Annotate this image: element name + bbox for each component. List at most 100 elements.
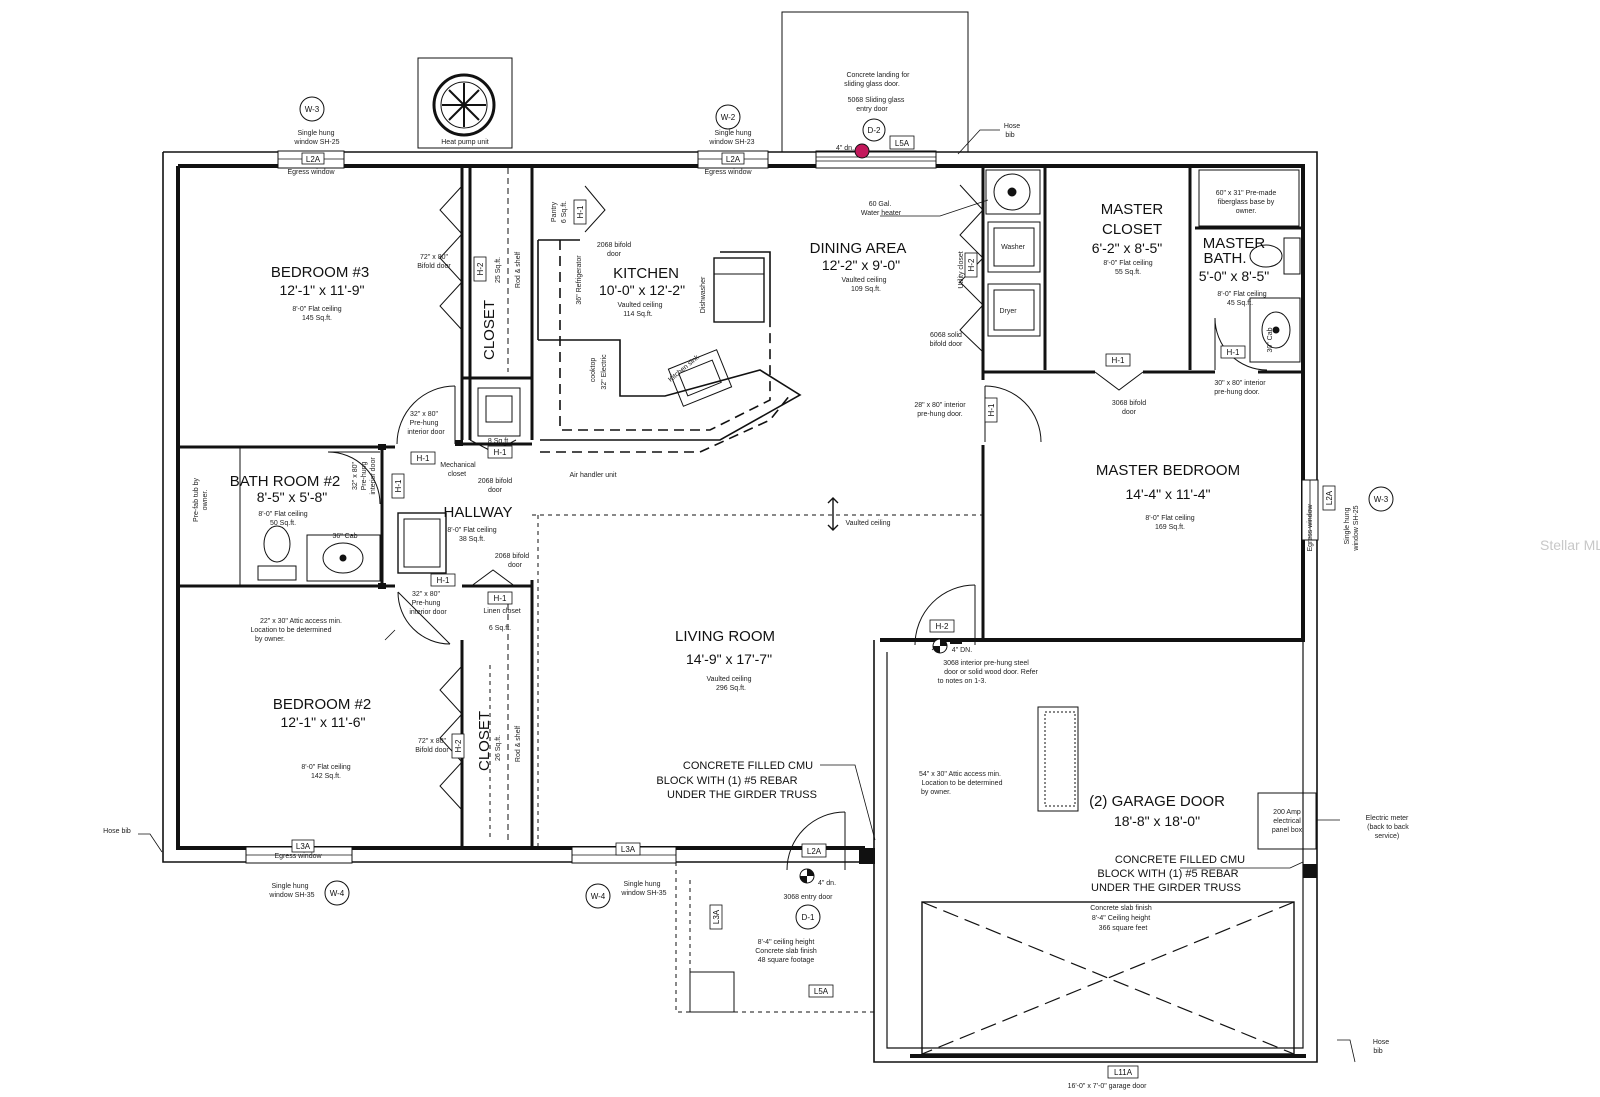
svg-text:8 Sq.ft.: 8 Sq.ft. — [488, 438, 510, 445]
svg-text:4" dn.: 4" dn. — [836, 145, 854, 152]
svg-text:Pre-hung: Pre-hung — [410, 420, 439, 427]
svg-text:D-1: D-1 — [802, 913, 815, 922]
svg-text:entry door: entry door — [856, 106, 888, 113]
svg-text:CLOSET: CLOSET — [476, 711, 493, 771]
svg-text:bib: bib — [1005, 132, 1014, 139]
svg-text:W-2: W-2 — [721, 113, 736, 122]
svg-text:H-1: H-1 — [437, 576, 450, 585]
svg-text:owner.: owner. — [1236, 208, 1257, 215]
svg-text:H-2: H-2 — [454, 739, 463, 752]
room-kitchen: KITCHEN 10'-0" x 12'-2" Vaulted ceiling … — [599, 265, 685, 318]
svg-text:by owner.: by owner. — [255, 636, 285, 643]
svg-text:fiberglass base by: fiberglass base by — [1218, 199, 1275, 206]
svg-text:3068 entry door: 3068 entry door — [783, 894, 833, 901]
window-tag-w3-right: W-3 — [1368, 486, 1394, 512]
svg-text:32" x 80": 32" x 80" — [410, 411, 438, 418]
svg-text:60 Gal.: 60 Gal. — [869, 201, 892, 208]
svg-text:366 square feet: 366 square feet — [1099, 925, 1148, 932]
svg-text:D-2: D-2 — [868, 126, 881, 135]
door-tag-d2: D-2 — [862, 118, 886, 142]
svg-text:H-1: H-1 — [417, 454, 430, 463]
svg-text:H-2: H-2 — [936, 622, 949, 631]
room-garage: (2) GARAGE DOOR 18'-8" x 18'-0" Concrete… — [1089, 793, 1225, 932]
step-markers — [799, 143, 948, 884]
svg-text:Vaulted ceiling: Vaulted ceiling — [617, 302, 662, 309]
svg-text:18'-8" x 18'-0": 18'-8" x 18'-0" — [1114, 813, 1200, 829]
svg-text:L2A: L2A — [1325, 490, 1334, 505]
svg-text:by owner.: by owner. — [921, 789, 951, 796]
svg-text:8'-0" Flat ceiling: 8'-0" Flat ceiling — [301, 764, 350, 771]
svg-text:door or solid wood door. Refer: door or solid wood door. Refer — [944, 669, 1038, 676]
svg-text:bifold door: bifold door — [930, 341, 963, 348]
svg-text:Single hung: Single hung — [624, 881, 661, 888]
svg-text:3068 interior pre-hung steel: 3068 interior pre-hung steel — [943, 660, 1029, 667]
kitchen-counter — [537, 239, 802, 441]
svg-text:interior door: interior door — [409, 609, 447, 616]
svg-text:UNDER THE GIRDER TRUSS: UNDER THE GIRDER TRUSS — [1091, 882, 1241, 894]
washer-icon — [987, 221, 1041, 273]
svg-text:HALLWAY: HALLWAY — [444, 504, 513, 521]
window-tag-w2: W-2 — [715, 104, 741, 130]
svg-text:CONCRETE FILLED CMU: CONCRETE FILLED CMU — [1115, 854, 1245, 866]
svg-text:CLOSET: CLOSET — [481, 300, 498, 360]
svg-text:sliding glass door.: sliding glass door. — [844, 81, 900, 88]
svg-text:interior door: interior door — [370, 457, 377, 495]
svg-text:Mechanical: Mechanical — [440, 462, 476, 469]
svg-text:DINING AREA: DINING AREA — [810, 240, 907, 257]
svg-text:UNDER THE GIRDER TRUSS: UNDER THE GIRDER TRUSS — [667, 789, 817, 801]
svg-text:36" Refrigerator: 36" Refrigerator — [576, 255, 583, 305]
svg-text:H-2: H-2 — [967, 258, 976, 271]
window-tag-w3-top: W-3 — [299, 96, 325, 122]
svg-text:Kitchen sink: Kitchen sink — [667, 354, 701, 384]
annotations-top: Heat pump unit Concrete landing for slid… — [287, 72, 1020, 176]
svg-text:BLOCK WITH (1) #5 REBAR: BLOCK WITH (1) #5 REBAR — [656, 775, 797, 787]
svg-text:BLOCK WITH (1) #5 REBAR: BLOCK WITH (1) #5 REBAR — [1097, 868, 1238, 880]
svg-text:6 Sq.ft.: 6 Sq.ft. — [561, 201, 568, 223]
svg-text:Egress window: Egress window — [274, 853, 322, 860]
room-master-closet: MASTER CLOSET 6'-2" x 8'-5" 8'-0" Flat c… — [1092, 201, 1164, 276]
svg-text:32" x 80": 32" x 80" — [412, 591, 440, 598]
svg-text:8'-0" Flat ceiling: 8'-0" Flat ceiling — [1103, 260, 1152, 267]
svg-text:window SH-25: window SH-25 — [1353, 505, 1360, 551]
svg-text:W-3: W-3 — [305, 105, 320, 114]
svg-text:60" x 31" Pre-made: 60" x 31" Pre-made — [1216, 190, 1277, 197]
mech-unit-icon — [477, 387, 521, 437]
header-tags — [391, 199, 1246, 759]
svg-text:26 Sq.ft.: 26 Sq.ft. — [495, 735, 502, 761]
room-bedroom-2: BEDROOM #2 12'-1" x 11'-6" 8'-0" Flat ce… — [273, 696, 371, 780]
svg-text:W-4: W-4 — [330, 889, 345, 898]
svg-text:closet: closet — [448, 471, 466, 478]
svg-text:door: door — [1122, 409, 1137, 416]
annotations-master: 60" x 31" Pre-made fiberglass base by ow… — [914, 190, 1360, 552]
svg-text:14'-9" x 17'-7": 14'-9" x 17'-7" — [686, 651, 772, 667]
svg-text:window SH-23: window SH-23 — [708, 139, 754, 146]
svg-text:6068 solid: 6068 solid — [930, 332, 962, 339]
watermark: Stellar MLS — [1540, 537, 1600, 553]
svg-text:Hose bib: Hose bib — [103, 828, 131, 835]
room-master-bedroom: MASTER BEDROOM 14'-4" x 11'-4" 8'-0" Fla… — [1096, 462, 1240, 531]
svg-text:Concrete landing for: Concrete landing for — [846, 72, 910, 79]
svg-text:Single hung: Single hung — [272, 883, 309, 890]
room-master-bath: MASTER BATH. 5'-0" x 8'-5" 8'-0" Flat ce… — [1199, 235, 1270, 307]
svg-text:8'-0" Flat ceiling: 8'-0" Flat ceiling — [292, 306, 341, 313]
svg-text:Hose: Hose — [1373, 1039, 1389, 1046]
svg-text:cooktop: cooktop — [590, 358, 597, 383]
room-living-room: LIVING ROOM 14'-9" x 17'-7" Vaulted ceil… — [675, 628, 775, 692]
svg-text:to notes on 1-3.: to notes on 1-3. — [938, 678, 987, 685]
svg-text:Pre-fab tub by: Pre-fab tub by — [193, 478, 200, 522]
svg-text:W-3: W-3 — [1374, 495, 1389, 504]
vanity-sink-icon — [306, 297, 1301, 582]
room-closet-lower: CLOSET 26 Sq.ft. Rod & shelf — [476, 711, 522, 771]
svg-text:H-1: H-1 — [1227, 348, 1240, 357]
svg-text:MASTER BEDROOM: MASTER BEDROOM — [1096, 462, 1240, 479]
svg-text:pre-hung door.: pre-hung door. — [1214, 389, 1260, 396]
svg-text:pre-hung door.: pre-hung door. — [917, 411, 963, 418]
svg-text:Linen closet: Linen closet — [483, 608, 520, 615]
svg-text:BATH ROOM #2: BATH ROOM #2 — [230, 473, 341, 490]
svg-text:door: door — [488, 487, 503, 494]
svg-text:3068 bifold: 3068 bifold — [1112, 400, 1146, 407]
svg-text:LIVING ROOM: LIVING ROOM — [675, 628, 775, 645]
window-tag-w4-left: W-4 — [324, 880, 350, 906]
vaulted-arrow — [827, 497, 839, 531]
